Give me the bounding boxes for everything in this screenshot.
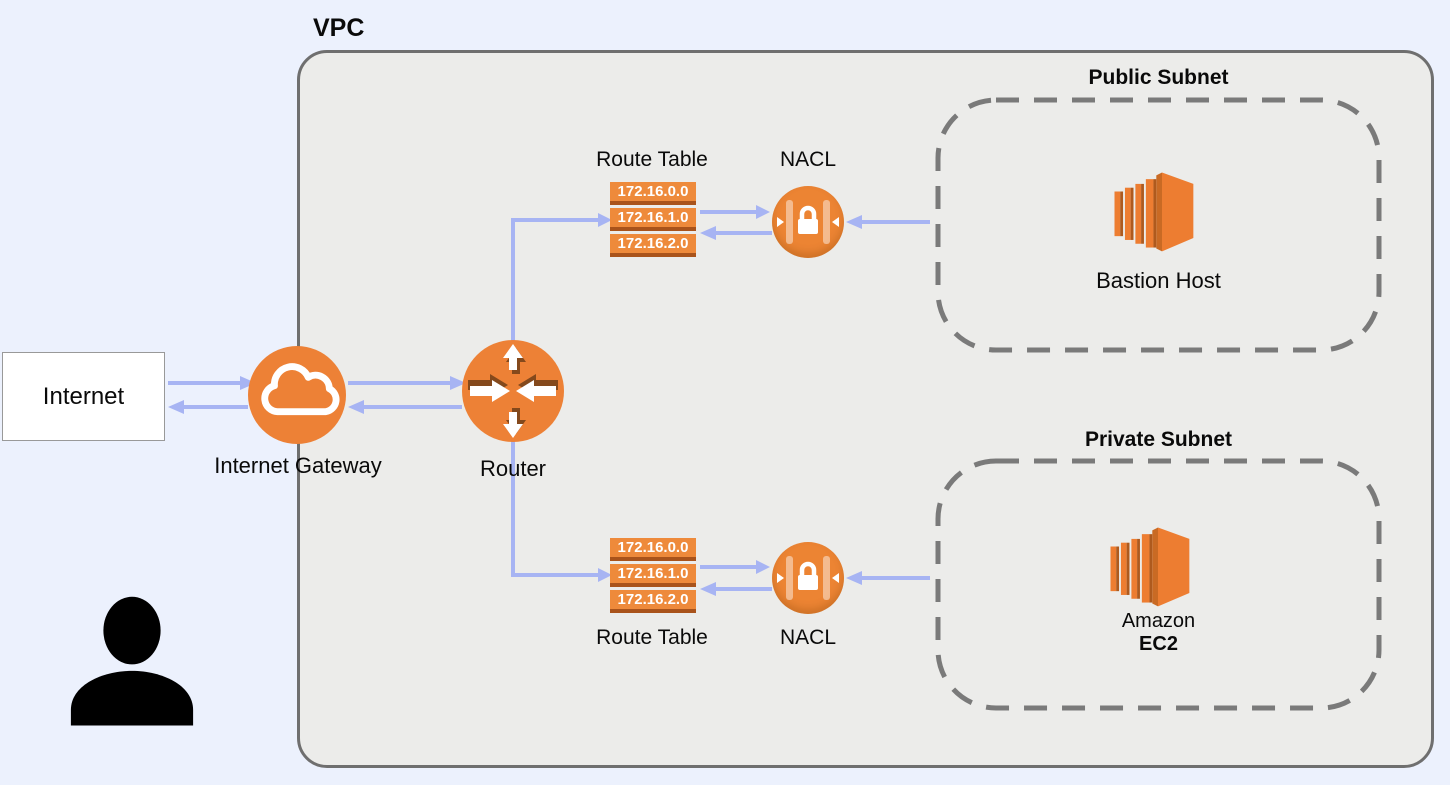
ec2-box-icon [1110, 527, 1190, 607]
route-table-top: 172.16.0.0 172.16.1.0 172.16.2.0 [610, 182, 696, 260]
nacl-bottom-node [772, 542, 844, 614]
route-entry: 172.16.1.0 [610, 564, 696, 587]
internet-gateway-label: Internet Gateway [214, 453, 382, 478]
cloud-icon [261, 363, 340, 416]
lock-icon [777, 200, 839, 244]
ec2-box-icon [1114, 172, 1194, 252]
router-arrows-icon [468, 344, 558, 438]
route-entry: 172.16.0.0 [610, 182, 696, 205]
amazon-label: Amazon [1121, 610, 1196, 632]
person-silhouette-icon [70, 596, 194, 726]
route-entry: 172.16.0.0 [610, 538, 696, 561]
internet-node: Internet [2, 352, 165, 441]
route-entry: 172.16.2.0 [610, 234, 696, 257]
vpc-label: VPC [313, 14, 365, 42]
arrow-internet-to-igw [168, 376, 256, 390]
route-table-top-label: Route Table [596, 148, 708, 171]
lock-icon [777, 556, 839, 600]
route-table-bottom-label: Route Table [596, 626, 708, 649]
route-table-bottom: 172.16.0.0 172.16.1.0 172.16.2.0 [610, 538, 696, 616]
private-subnet-label: Private Subnet [1084, 428, 1233, 451]
nacl-bottom-label: NACL [779, 626, 837, 649]
router-node [462, 340, 564, 442]
internet-label: Internet [42, 382, 125, 410]
router-label: Router [479, 456, 547, 481]
arrow-igw-to-internet [168, 400, 248, 414]
internet-gateway-node [248, 346, 346, 444]
ec2-label: EC2 [1139, 633, 1178, 655]
nacl-top-node [772, 186, 844, 258]
route-entry: 172.16.1.0 [610, 208, 696, 231]
bastion-host-label: Bastion Host [1096, 268, 1221, 293]
public-subnet-label: Public Subnet [1088, 66, 1229, 89]
route-entry: 172.16.2.0 [610, 590, 696, 613]
nacl-top-label: NACL [779, 148, 837, 171]
